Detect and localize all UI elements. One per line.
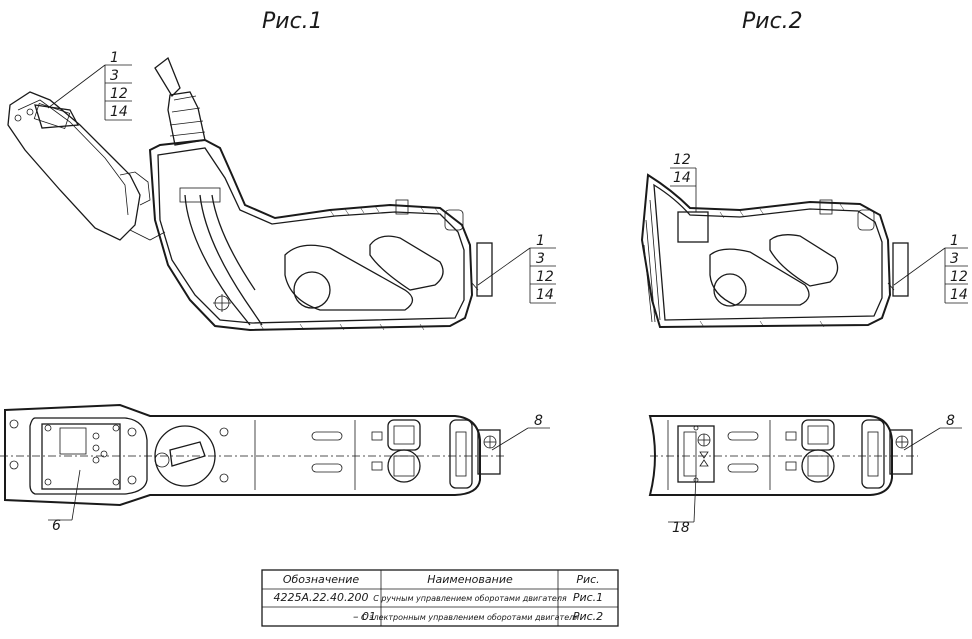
fig1-right-callout-2: 3	[536, 251, 545, 267]
fig1-upper-callout-1: 1	[110, 50, 119, 66]
spec-table: Обозначение Наименование Рис. 4225А.22.4…	[261, 569, 619, 627]
fig1-plan-view	[0, 403, 505, 507]
spec-table-row2-fig: Рис.2	[573, 610, 603, 623]
spec-table-header-name: Наименование	[427, 573, 513, 586]
fig1-upper-callout-3: 12	[110, 86, 128, 102]
fig2-hatch	[699, 203, 845, 328]
fig2-top-callout-1: 12	[673, 152, 691, 168]
fig2-right-callout-4: 14	[950, 287, 968, 303]
fig1-hatch	[259, 205, 440, 331]
fig1-right-callout: 1 3 12 14	[477, 233, 556, 304]
fig2-plan-view	[648, 415, 918, 496]
fig2-plan-callout-8: 8	[946, 413, 955, 429]
fig1-upper-callout-2: 3	[110, 68, 119, 84]
spec-table-header-code: Обозначение	[283, 573, 360, 586]
spec-table-row1-name: С ручным управлением оборотами двигателя	[373, 594, 567, 603]
fig1-right-callout-1: 1	[536, 233, 545, 249]
spec-table-row1-fig: Рис.1	[573, 591, 603, 604]
fig2-plan-callouts: 8 18	[668, 413, 962, 536]
fig1-right-callout-3: 12	[536, 269, 554, 285]
fig1-plan-callout-8: 8	[534, 413, 543, 429]
fig1-upper-callout-4: 14	[110, 104, 128, 120]
fig2-top-callout: 12 14	[670, 152, 697, 212]
fig1-plan-callouts: 8 6	[48, 413, 550, 534]
fig2-right-callout-2: 3	[950, 251, 959, 267]
fig2-side-view	[640, 173, 909, 329]
fig1-right-callout-4: 14	[536, 287, 554, 303]
spec-table-row2-code: – 01	[353, 610, 376, 623]
fig2-title: Рис.2	[742, 9, 803, 34]
spec-table-row1-code: 4225А.22.40.200	[274, 591, 369, 604]
fig2-plan-callout-18: 18	[672, 520, 690, 536]
fig2-top-callout-2: 14	[673, 170, 691, 186]
fig2-right-callout-1: 1	[950, 233, 959, 249]
fig1-plan-callout-6: 6	[52, 518, 61, 534]
fig1-title: Рис.1	[262, 9, 323, 34]
spec-table-header-fig: Рис.	[576, 573, 599, 586]
fig1-side-view	[7, 56, 493, 332]
fig2-right-callout: 1 3 12 14	[893, 233, 968, 304]
fig2-right-callout-3: 12	[950, 269, 968, 285]
fig1-upper-callout: 1 3 12 14	[47, 50, 132, 121]
spec-table-row2-name: С электронным управлением оборотами двиг…	[361, 613, 579, 622]
